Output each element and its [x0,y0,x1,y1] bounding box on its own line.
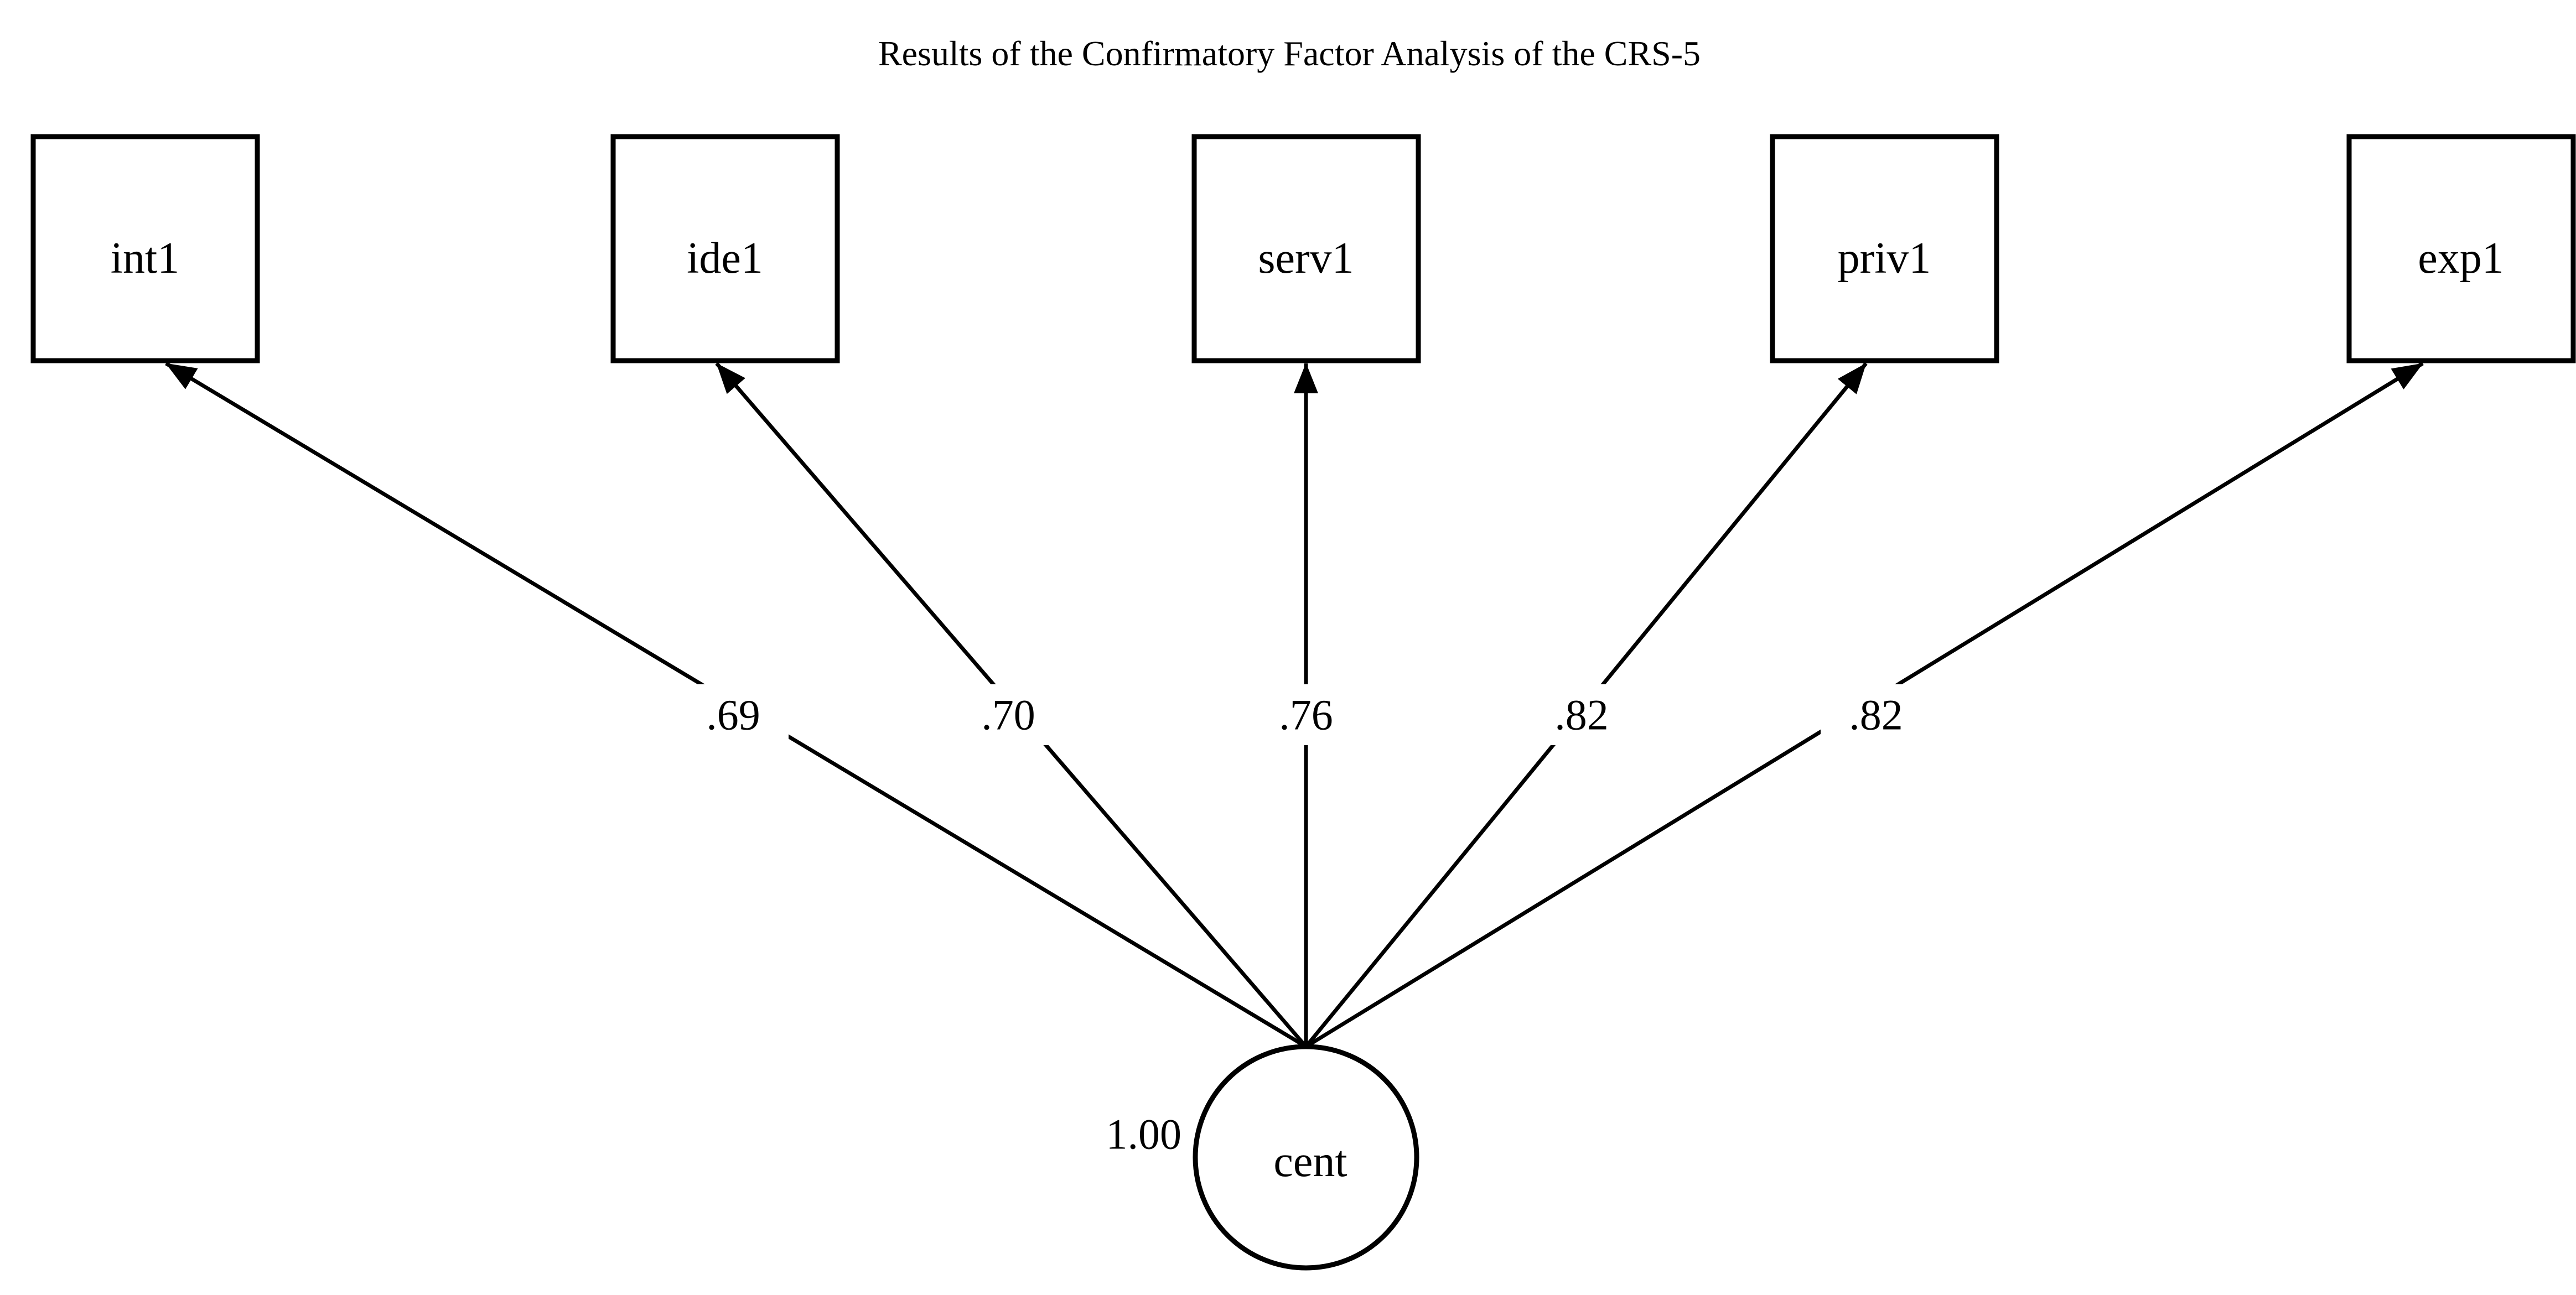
indicator-box-ide1 [610,134,840,363]
indicator-box-exp1 [2346,134,2576,363]
indicator-label-ide1: ide1 [687,234,763,283]
indicator-box-int1 [30,134,260,363]
loading-value-priv1: .82 [1554,691,1609,739]
indicator-label-exp1: exp1 [2418,234,2504,283]
loading-label-bg-serv1 [1251,684,1361,745]
indicator-label-priv1: priv1 [1838,234,1931,283]
indicator-box-serv1 [1191,134,1421,363]
indicator-node-ide1: ide1 [610,134,840,363]
indicator-node-priv1: priv1 [1770,134,1999,363]
indicator-label-int1: int1 [111,234,179,283]
indicator-node-int1: int1 [30,134,260,363]
loading-label-bg-exp1 [1821,684,1931,745]
latent-label: cent [1273,1137,1347,1186]
latent-node-cent: cent 1.00 [1106,1044,1419,1271]
indicator-node-serv1: serv1 [1191,134,1421,363]
indicator-box-priv1 [1770,134,1999,363]
indicator-node-exp1: exp1 [2346,134,2576,363]
loading-value-serv1: .76 [1279,691,1333,739]
indicator-label-serv1: serv1 [1258,234,1354,283]
loading-value-ide1: .70 [981,691,1035,739]
latent-variance-value: 1.00 [1106,1110,1182,1158]
loading-value-int1: .69 [706,691,760,739]
loading-label-bg-int1 [678,684,789,745]
figure-title: Results of the Confirmatory Factor Analy… [878,34,1701,73]
loading-label-bg-priv1 [1526,684,1637,745]
loading-value-exp1: .82 [1849,691,1903,739]
loading-label-bg-ide1 [953,684,1064,745]
latent-circle [1193,1044,1419,1271]
